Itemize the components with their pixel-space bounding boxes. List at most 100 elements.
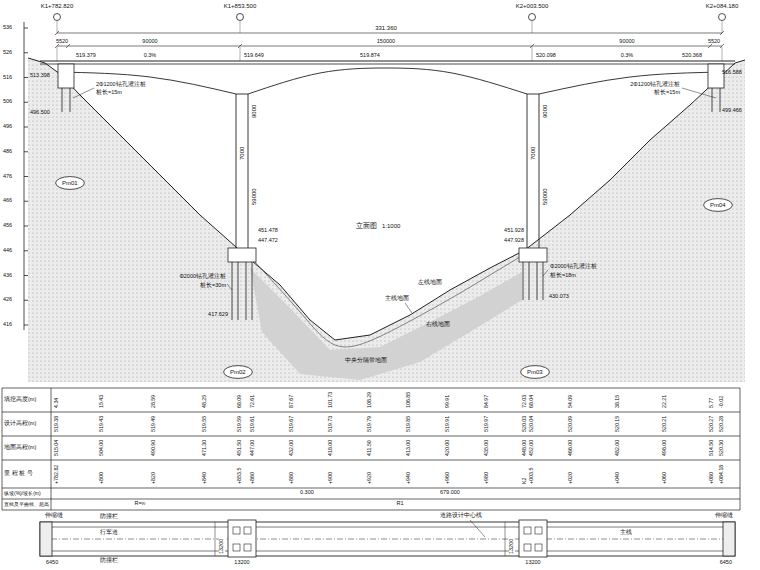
table-rule [2, 436, 740, 437]
table-cell: 519.61 [250, 416, 255, 432]
table-cell: 679.000 [440, 490, 460, 496]
plan-label: 伸缩缝 [45, 513, 63, 519]
pile [238, 262, 239, 320]
table-cell: 490.90 [151, 440, 156, 456]
elevation-scale-number: 466 [3, 198, 12, 204]
pile-note: Φ2000钻孔灌注桩 [179, 274, 226, 280]
pier-plan [228, 520, 256, 557]
elevation-scale-number: 436 [3, 273, 12, 279]
table-cell: 519.67 [289, 416, 294, 432]
table-cell: 520.27 [709, 416, 714, 432]
table-cell: 418.00 [328, 440, 333, 456]
elevation-scale-number: 456 [3, 223, 12, 229]
elevation: 519.379 [76, 53, 96, 59]
view-title: 立面图 [356, 222, 377, 229]
girder-bottom [248, 68, 527, 94]
ground-line [28, 58, 745, 340]
pier-column-plan [524, 544, 531, 551]
station-circle [54, 14, 61, 21]
table-rule [51, 388, 52, 510]
dimension: 7000 [530, 147, 536, 160]
girder-bottom [236, 94, 248, 95]
table-cell: 519.55 [202, 416, 207, 432]
table-cell: 411.50 [367, 440, 372, 456]
pile [523, 262, 524, 300]
table-cell: 68.04 [529, 395, 534, 408]
elevation-scale-number: 536 [3, 25, 12, 31]
grade-label: 0.3% [144, 53, 157, 59]
dimension-tick [66, 44, 70, 48]
table-cell: 519.91 [445, 416, 450, 432]
table-cell: +900 [328, 472, 333, 484]
valley-soil [250, 268, 522, 380]
drawing-group [2, 14, 745, 558]
elevation: 451.928 [504, 228, 524, 234]
abutment-pile [720, 88, 721, 112]
elevation: 447.472 [258, 238, 278, 244]
table-cell: 519.38 [54, 416, 59, 432]
scale-tick [24, 151, 28, 152]
soil-area [28, 58, 745, 382]
dimension: 90000 [142, 39, 157, 45]
table-cell: +860 [250, 472, 255, 484]
ground-line-label: 左线地面 [418, 280, 442, 286]
leader-line [73, 88, 94, 98]
leader-line [227, 284, 232, 290]
table-rule [2, 388, 740, 389]
station-line [240, 21, 241, 33]
elevation: 513.398 [30, 73, 50, 79]
pier-id-ellipse [521, 366, 550, 379]
elevation-scale-number: 496 [3, 124, 12, 130]
table-cell: 519.73 [328, 416, 333, 432]
table-rule [2, 510, 740, 511]
table-cell: 515.04 [54, 440, 59, 456]
plan-label: 主线 [620, 530, 632, 536]
dimension-tick [530, 44, 534, 48]
pier-plan [519, 520, 547, 557]
table-cell: 38.15 [615, 395, 620, 408]
dimension-line [57, 33, 722, 34]
table-cell: +084.18 [719, 465, 724, 484]
leader-line [543, 270, 548, 276]
pile [543, 262, 544, 300]
table-cell: +080 [709, 472, 714, 484]
station-line [532, 21, 533, 33]
grade-label: 0.3% [621, 53, 634, 59]
pier-column-plan [233, 544, 240, 551]
table-rule [2, 412, 740, 413]
dimension-tick [720, 44, 724, 48]
scale-tick [24, 201, 28, 202]
station-line [722, 21, 723, 33]
scale-tick [24, 176, 28, 177]
elevation-scale-number: 506 [3, 99, 12, 105]
table-row-header: 填挖高度(m) [4, 397, 36, 403]
dimension: 13200 [219, 538, 225, 555]
elevation: 520.098 [536, 53, 556, 59]
scale-tick [24, 77, 28, 78]
elevation-scale-number: 426 [3, 297, 12, 303]
pier-column [236, 94, 237, 248]
elevation: 499.466 [722, 108, 742, 114]
elevation: 430.073 [549, 294, 569, 300]
dimension: 331.360 [375, 25, 397, 31]
table-cell: 101.73 [328, 392, 333, 408]
pier-column-plan [233, 527, 240, 534]
table-cell: 448.00 [522, 440, 527, 456]
table-cell: 519.85 [406, 416, 411, 432]
station-circle [719, 14, 726, 21]
table-cell: 451.50 [237, 440, 242, 456]
deck-line [40, 60, 735, 61]
table-cell: 54.09 [568, 395, 573, 408]
table-cell: 28.59 [151, 395, 156, 408]
pier-id-ellipse [224, 366, 253, 379]
table-cell: 84.97 [484, 395, 489, 408]
table-cell: +782.82 [54, 465, 59, 484]
table-cell: 519.59 [237, 416, 242, 432]
pier-column-plan [244, 527, 251, 534]
pile-cap [519, 248, 547, 262]
elevation: 417.629 [208, 312, 228, 318]
table-cell: 15.43 [99, 395, 104, 408]
plan-label: 伸缩缝 [715, 513, 733, 519]
table-cell: 520.04 [529, 416, 534, 432]
table-cell: 72.61 [250, 395, 255, 408]
